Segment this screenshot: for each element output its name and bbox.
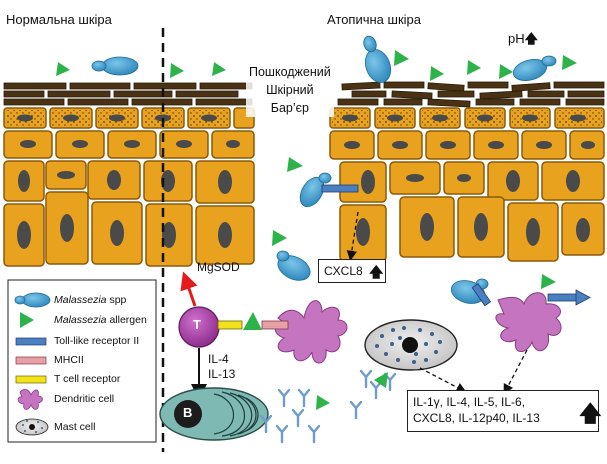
cxcl8-label: CXCL8	[324, 264, 363, 278]
legend-item-mast-cell: Mast cell	[54, 421, 96, 433]
legend	[7, 279, 157, 443]
normal-skin	[3, 56, 255, 267]
legend-allergen-icon	[20, 312, 34, 328]
tlr-dendritic-right	[547, 293, 579, 302]
atopic-granular-layer	[329, 107, 605, 129]
cytokines-arrow-up-icon: 🡅	[579, 401, 602, 426]
dashed-arrow-keratinocyte-cxcl8	[346, 211, 359, 262]
legend-item-mhcii: MHCII	[54, 354, 84, 366]
dendritic-cell-center	[274, 300, 348, 364]
tlr-arrow-head-icon	[575, 289, 591, 306]
tlr-keratinocyte	[321, 184, 359, 193]
legend-dendritic-icon	[17, 389, 43, 410]
arrow-up-icon: 🡅	[524, 31, 538, 46]
legend-text: spp	[106, 294, 127, 306]
cxcl8-arrow-up-icon: 🡅	[369, 264, 384, 280]
tlr-dendritic	[471, 283, 492, 307]
barrier-label-line1: Пошкоджений	[249, 65, 331, 79]
mast-cell	[364, 319, 458, 371]
legend-item-malassezia-allergen: Malassezia allergen	[54, 314, 147, 326]
antibodies	[259, 369, 397, 444]
barrier-label-line3: Бар’єр	[270, 101, 309, 115]
legend-yeast-icon	[21, 292, 51, 308]
normal-granular-layer	[3, 107, 255, 129]
antibody-allergen	[374, 372, 388, 388]
b-cell-label: B	[183, 405, 193, 420]
legend-item-dendritic-cell: Dendritic cell	[54, 393, 115, 405]
legend-item-tlr: Toll-like receptor II	[54, 335, 140, 347]
legend-tlr-icon	[15, 337, 47, 346]
cytokines-box: IL-1γ, IL-4, IL-5, IL-6, CXCL8, IL-12p40…	[407, 390, 602, 432]
legend-item-malassezia-spp: Malassezia spp	[54, 294, 126, 306]
atopic-keratinocytes	[329, 130, 605, 262]
normal-skin-title: Нормальна шкіра	[6, 12, 112, 27]
il4-label: IL-4	[208, 352, 229, 366]
atopic-malassezia-allergens	[272, 50, 577, 410]
b-cell	[159, 387, 269, 441]
legend-item-tcr: T cell receptor	[54, 373, 121, 385]
cytokines-line2: CXCL8, IL-12p40, IL-13	[413, 411, 540, 425]
dendritic-cell-right	[495, 292, 562, 352]
barrier-label-line2: Шкірний	[266, 83, 314, 97]
dashed-arrow-dendritic-cytokines	[503, 349, 528, 395]
normal-malassezia-yeast	[91, 56, 139, 76]
atopic-skin	[272, 35, 605, 410]
legend-mhcii-icon	[15, 356, 47, 365]
presented-allergen	[243, 312, 262, 330]
t-cell-receptor	[217, 320, 243, 330]
dashed-arrow-mast-cytokines	[419, 367, 467, 393]
cytokines-line1: IL-1γ, IL-4, IL-5, IL-6,	[413, 395, 526, 409]
il13-label: IL-13	[208, 367, 236, 381]
normal-malassezia-allergens	[56, 62, 226, 78]
legend-tcr-icon	[15, 375, 47, 384]
atopic-malassezia-yeasts	[276, 35, 557, 304]
normal-keratinocytes	[3, 130, 255, 267]
ph-text: pH	[508, 31, 525, 46]
barrier-label: Пошкоджений Шкірний Бар’єр	[246, 63, 334, 117]
mgsod-label: MgSOD	[197, 260, 240, 274]
normal-nuclei	[17, 140, 240, 249]
cxcl8-box: CXCL8 🡅	[318, 259, 386, 283]
atopic-nuclei	[344, 141, 595, 246]
t-cell-label: T	[193, 317, 201, 332]
mhcii-receptor	[261, 320, 289, 330]
legend-text-italic: Malassezia	[54, 294, 107, 306]
mgsod-arrow	[180, 271, 198, 307]
legend-text: allergen	[106, 314, 147, 326]
ph-label: pH🡅	[508, 30, 538, 52]
atopic-skin-title: Атопична шкіра	[327, 12, 421, 27]
normal-stratum-corneum	[3, 82, 253, 106]
legend-text-italic: Malassezia	[54, 314, 107, 326]
atopic-stratum-corneum	[337, 81, 605, 108]
